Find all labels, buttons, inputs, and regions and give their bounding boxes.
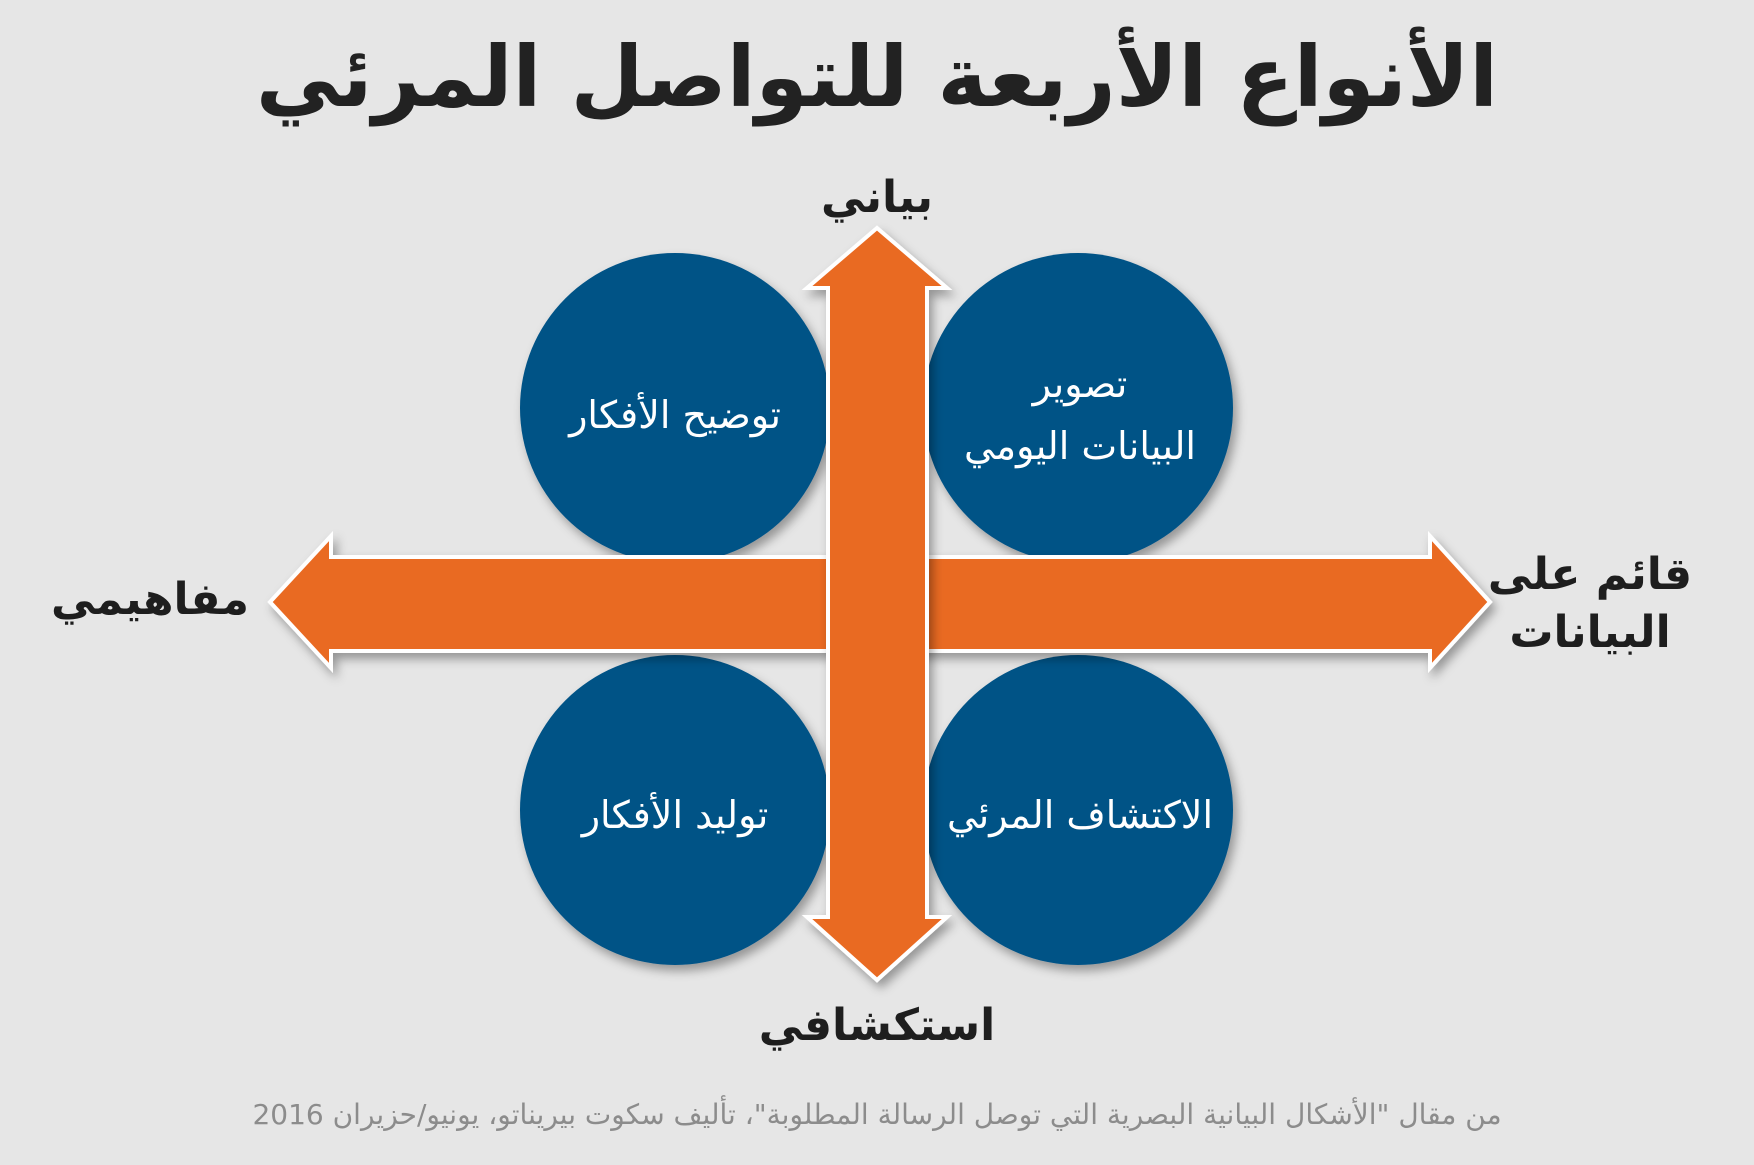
quadrant-text-line2: البيانات اليومي <box>964 424 1196 468</box>
vertical-arrow-icon <box>801 225 953 983</box>
quadrant-text: توليد الأفكار <box>581 793 769 837</box>
axis-label-bottom: استكشافي <box>758 1000 996 1051</box>
quadrant-text: الاكتشاف المرئي <box>946 793 1214 837</box>
axis-label-right-line2: البيانات <box>1509 607 1671 658</box>
quadrant-text: توضيح الأفكار <box>569 393 781 437</box>
page-title: الأنواع الأربعة للتواصل المرئي <box>255 28 1499 126</box>
quadrant-top-right-label: تصوير البيانات اليومي <box>935 345 1225 485</box>
axis-label-right-line1: قائم على <box>1487 549 1693 600</box>
quadrant-top-left-label: توضيح الأفكار <box>540 360 810 470</box>
axis-label-left: مفاهيمي <box>51 574 249 625</box>
quadrant-bottom-left-label: توليد الأفكار <box>540 760 810 870</box>
circle-bottom-right <box>923 655 1233 965</box>
circle-bottom-left <box>520 655 830 965</box>
circle-top-left <box>520 253 830 563</box>
quadrant-text-line1: تصوير <box>1032 362 1128 406</box>
axis-label-right: قائم على البيانات <box>1480 546 1700 662</box>
quadrant-bottom-right-label: الاكتشاف المرئي <box>935 760 1225 870</box>
circle-top-right <box>923 253 1233 563</box>
axis-label-top: بياني <box>820 172 934 223</box>
source-caption: من مقال "الأشكال البيانية البصرية التي ت… <box>252 1098 1502 1131</box>
